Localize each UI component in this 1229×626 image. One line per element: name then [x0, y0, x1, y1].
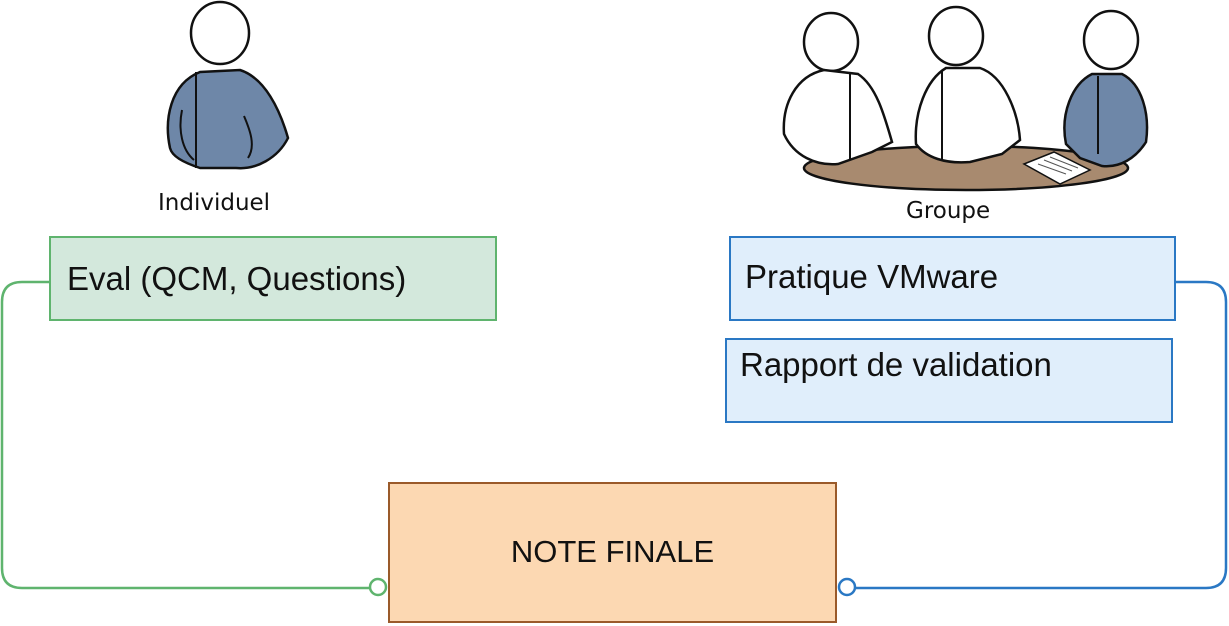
rapport-label: Rapport de validation	[740, 346, 1052, 383]
green-connector	[0, 280, 370, 590]
group-meeting-icon	[782, 5, 1149, 192]
individual-caption: Individuel	[158, 190, 271, 216]
eval-box: Eval (QCM, Questions)	[49, 236, 497, 321]
pratique-box: Pratique VMware	[729, 236, 1176, 321]
rapport-box: Rapport de validation	[725, 338, 1173, 423]
blue-connector	[856, 280, 1228, 590]
green-connector-end	[368, 577, 388, 597]
note-finale-box: NOTE FINALE	[388, 482, 837, 623]
group-caption: Groupe	[906, 198, 991, 224]
individual-person-icon	[166, 0, 290, 170]
blue-connector-end	[837, 577, 857, 597]
eval-label: Eval (QCM, Questions)	[67, 260, 407, 297]
note-finale-label: NOTE FINALE	[510, 534, 715, 569]
pratique-label: Pratique VMware	[745, 258, 999, 295]
